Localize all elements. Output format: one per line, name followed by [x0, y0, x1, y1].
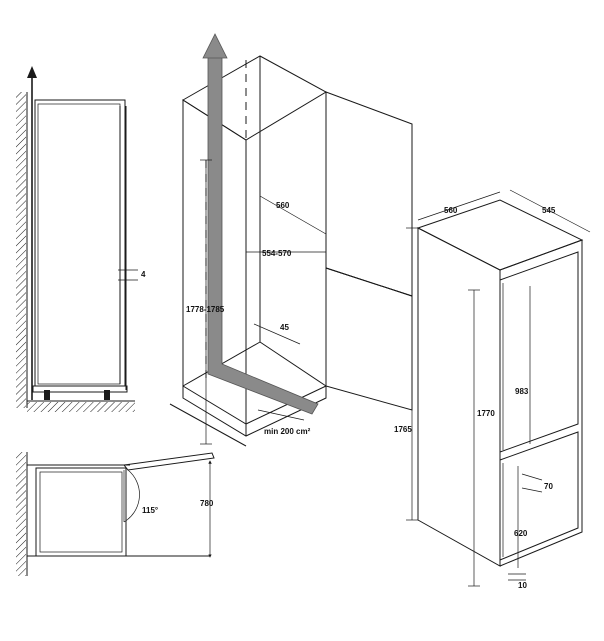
plan-cabinet: [35, 467, 127, 557]
door-swing-depth-label: 780: [200, 499, 214, 508]
side-gap-label: 4: [141, 270, 146, 279]
niche-lower-door: [325, 267, 413, 411]
airflow-path: [207, 55, 319, 415]
bottom-gap-label: 10: [518, 581, 527, 590]
unit-depth-label: 545: [542, 206, 556, 215]
side-view: 4: [16, 66, 146, 412]
front-foot: [44, 390, 50, 400]
door-swing-arc: [123, 469, 140, 523]
fridge-door-height-label: 983: [515, 387, 529, 396]
rear-foot: [104, 390, 110, 400]
unit-width-label: 560: [444, 206, 458, 215]
top-gap-label: 45: [280, 323, 289, 332]
unit-total-height-label: 1765: [394, 425, 412, 434]
appliance-view: 560 545 1765 1770 983 70 620 10: [394, 189, 591, 590]
open-door: [123, 452, 215, 471]
cabinet-outline: [34, 99, 126, 387]
niche-depth-label: 560: [276, 201, 290, 210]
niche-view: 560 554-570 1778-1785 45 min 200 cm²: [169, 33, 413, 447]
arrow-up-icon: [27, 66, 37, 78]
fridge-door: [499, 251, 579, 453]
niche-top: [182, 55, 328, 141]
freezer-door: [499, 431, 579, 561]
freezer-door-height-label: 620: [514, 529, 528, 538]
vent-area-label: min 200 cm²: [264, 427, 311, 436]
appliance-side: [417, 227, 501, 567]
plan-wall-hatch: [16, 452, 26, 576]
unit-door-height-label: 1770: [477, 409, 495, 418]
airflow-arrow-icon: [202, 33, 228, 59]
plan-view: 115° 780: [16, 452, 215, 576]
niche-height-label: 1778-1785: [186, 305, 225, 314]
niche-upper-door: [325, 91, 413, 297]
floor-hatch: [27, 402, 135, 412]
door-gap-label: 70: [544, 482, 553, 491]
niche-width-label: 554-570: [262, 249, 292, 258]
door-angle-label: 115°: [142, 506, 158, 515]
wall-hatch: [16, 92, 26, 408]
